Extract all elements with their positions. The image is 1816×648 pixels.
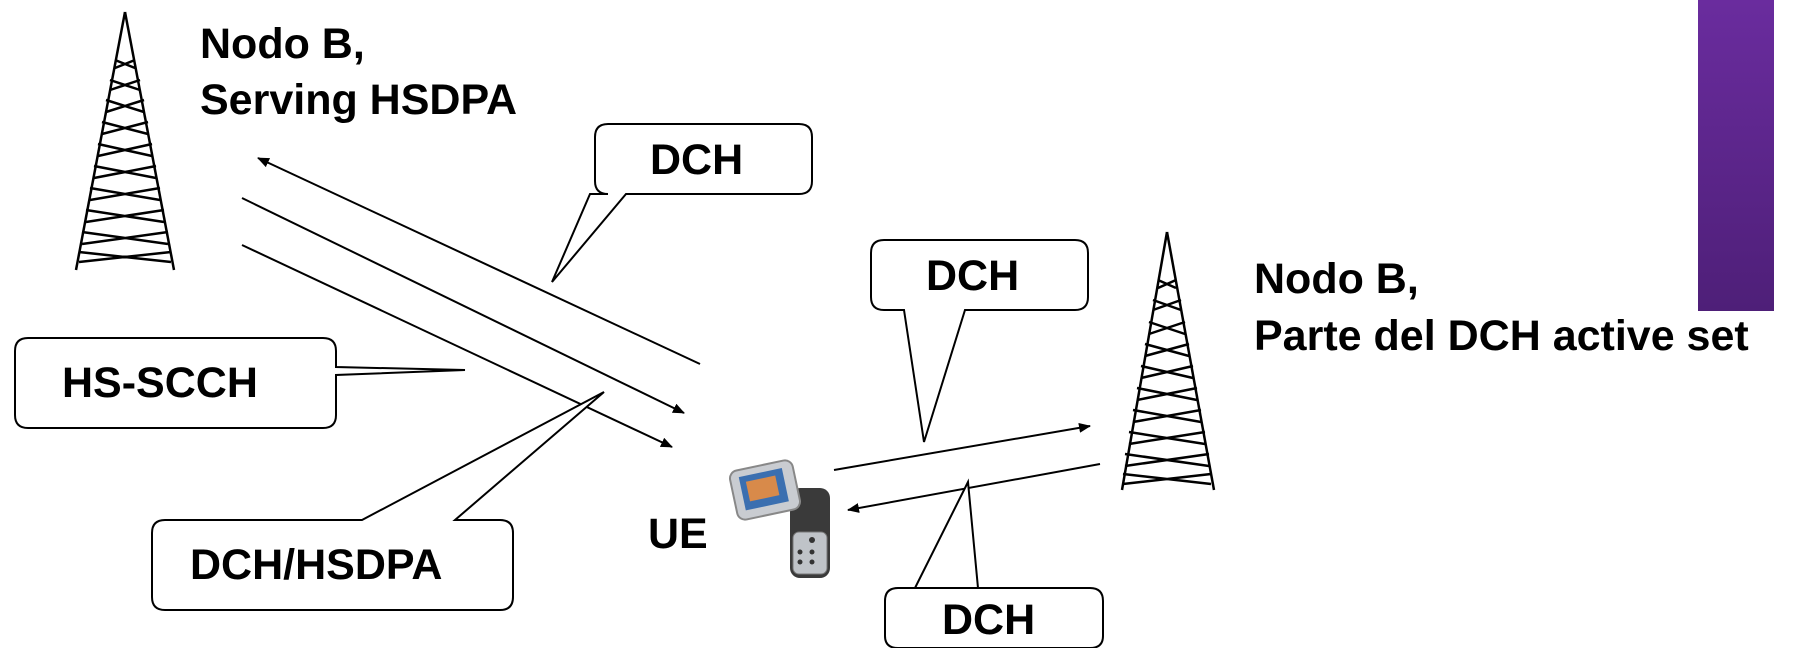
node-b-active-subtitle: Parte del DCH active set [1254,312,1749,360]
uplink-arrow-to-active-node [833,422,1091,471]
callout-dch-top-text: DCH [650,136,744,184]
node-b-serving-title: Nodo B, [200,20,365,68]
node-b-active-title: Nodo B, [1254,255,1419,303]
callout-dch-bottom-text: DCH [942,596,1036,644]
downlink-arrow-hs-scch [241,244,673,448]
ue-label: UE [648,510,708,558]
callout-dch-top [551,123,813,283]
callout-dch-hsdpa-text: DCH/HSDPA [190,541,443,589]
tower-right-icon [1120,231,1216,491]
uplink-arrow-to-serving [257,157,701,365]
accent-bar [1698,0,1774,311]
tower-left-icon [74,11,176,271]
callout-dch-mid [870,239,1089,443]
callout-dch-hsdpa [151,391,605,611]
downlink-arrow-dch-hsdpa [241,197,685,414]
node-b-serving-subtitle: Serving HSDPA [200,76,517,124]
callout-hs-scch [14,337,466,429]
callout-hs-scch-text: HS-SCCH [62,359,258,407]
mobile-phone-icon [728,459,830,578]
downlink-arrow-from-active-node [847,463,1101,513]
callout-dch-mid-text: DCH [926,252,1020,300]
